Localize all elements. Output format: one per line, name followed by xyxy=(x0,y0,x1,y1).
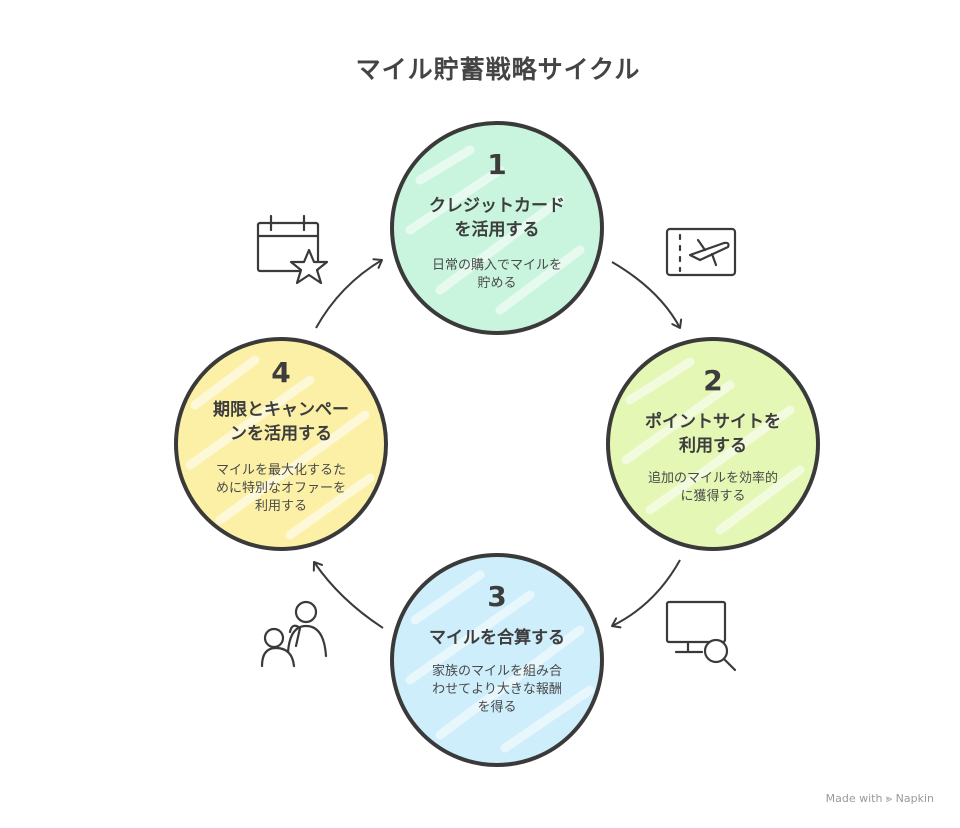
arrow-1-to-2 xyxy=(611,261,683,329)
step-4-heading: 期限とキャンペーンを活用する xyxy=(213,400,349,444)
step-3-circle xyxy=(390,553,604,767)
arrow-3-to-4 xyxy=(312,561,384,629)
arrow-2-to-3 xyxy=(611,559,681,629)
step-2-heading: ポイントサイトを利用する xyxy=(645,412,781,456)
napkin-watermark: Made with ⪢ Napkin xyxy=(825,792,934,805)
diagram-title: マイル貯蓄戦略サイクル xyxy=(355,55,641,84)
step-2-number: 2 xyxy=(703,364,723,397)
family-icon xyxy=(260,600,328,668)
step-4-circle xyxy=(174,337,388,551)
step-3-description: 家族のマイルを組み合わせてより大きな報酬を得る xyxy=(431,664,562,715)
airplane-ticket-icon xyxy=(665,227,737,277)
calendar-star-icon xyxy=(256,214,329,285)
step-2-circle xyxy=(606,337,820,551)
monitor-search-icon xyxy=(665,600,737,672)
step-3-heading: マイルを合算する xyxy=(429,628,565,648)
step-1-number: 1 xyxy=(487,148,507,181)
step-2-description: 追加のマイルを効率的に獲得する xyxy=(647,471,778,504)
step-1-heading: クレジットカードを活用する xyxy=(429,196,565,240)
step-1-circle xyxy=(390,121,604,335)
step-4-description: マイルを最大化するために特別なオファーを利用する xyxy=(215,463,346,514)
arrow-4-to-1 xyxy=(315,258,383,329)
step-1-description: 日常の購入でマイルを貯める xyxy=(431,258,562,291)
step-3-number: 3 xyxy=(487,580,507,613)
step-4-number: 4 xyxy=(271,356,291,389)
